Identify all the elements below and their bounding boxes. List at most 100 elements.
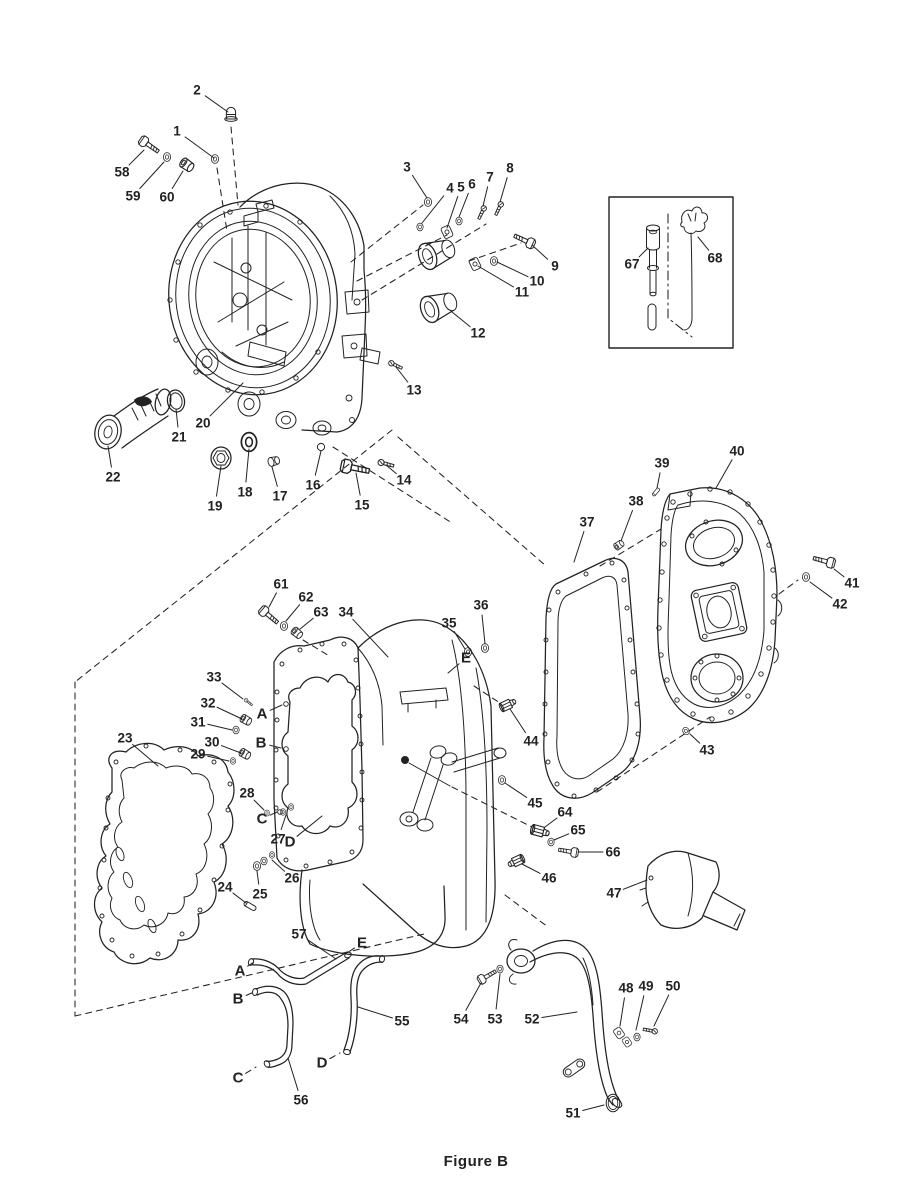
callout-17: 17 bbox=[272, 489, 287, 504]
breather-cable bbox=[680, 206, 709, 331]
part-5-plate-glyph bbox=[440, 225, 454, 239]
leader-30 bbox=[220, 745, 242, 754]
leader-13 bbox=[395, 366, 409, 383]
callout-57: 57 bbox=[291, 927, 306, 942]
case-opening bbox=[281, 673, 359, 835]
leader-4 bbox=[421, 195, 445, 224]
leader-22 bbox=[107, 445, 112, 468]
callout-44: 44 bbox=[523, 734, 539, 749]
callout-47: 47 bbox=[606, 886, 621, 901]
leader-37 bbox=[573, 531, 585, 563]
leader-letter-A-5 bbox=[247, 961, 255, 967]
leader-18 bbox=[245, 448, 250, 483]
connection-letter-C-2: C bbox=[257, 811, 268, 828]
leader-64 bbox=[544, 817, 558, 828]
part-26-washer-glyph bbox=[268, 851, 276, 859]
gasket-holes bbox=[97, 743, 233, 959]
part-29-washer-glyph bbox=[229, 757, 237, 765]
leader-letter-B-6 bbox=[245, 991, 255, 996]
leader-34 bbox=[352, 618, 389, 658]
callout-16: 16 bbox=[305, 478, 321, 493]
callout-56: 56 bbox=[293, 1093, 309, 1108]
part-15-bolt-glyph bbox=[339, 458, 371, 474]
leader-letter-D-8 bbox=[329, 1052, 341, 1060]
leader-49 bbox=[635, 995, 645, 1031]
leader-9 bbox=[531, 244, 549, 260]
connection-letter-A-0: A bbox=[257, 706, 268, 723]
leader-25 bbox=[256, 870, 260, 885]
callout-25: 25 bbox=[252, 887, 268, 902]
callout-43: 43 bbox=[699, 743, 715, 758]
cover-top-opening bbox=[684, 519, 744, 567]
part-17-plug-glyph bbox=[267, 456, 280, 467]
leader-58 bbox=[128, 149, 145, 166]
leader-letter-A-0 bbox=[269, 704, 283, 711]
callout-38: 38 bbox=[628, 494, 644, 509]
leader-17 bbox=[271, 466, 278, 487]
part-49-washer-glyph bbox=[633, 1032, 641, 1042]
leader-33 bbox=[221, 682, 244, 700]
leader-60 bbox=[171, 170, 184, 189]
callout-10: 10 bbox=[529, 274, 544, 289]
leader-40 bbox=[715, 459, 733, 489]
part-21-oring-glyph bbox=[166, 389, 186, 413]
housing-internals bbox=[213, 211, 293, 368]
callout-18: 18 bbox=[237, 485, 253, 500]
tube-flange bbox=[506, 939, 536, 985]
case-plate-holes bbox=[273, 641, 365, 869]
part-62-washer-glyph bbox=[279, 621, 289, 631]
part-27-washer-glyph bbox=[279, 808, 287, 816]
callout-65: 65 bbox=[570, 823, 586, 838]
case-linkage-bracket bbox=[399, 745, 507, 832]
deflector-shield bbox=[639, 850, 746, 931]
leader-6 bbox=[458, 192, 469, 218]
leader-36 bbox=[481, 614, 486, 645]
figure-caption: Figure B bbox=[444, 1153, 509, 1170]
callout-49: 49 bbox=[638, 979, 653, 994]
callout-53: 53 bbox=[487, 1012, 503, 1027]
leader-57 bbox=[306, 939, 337, 960]
callout-45: 45 bbox=[527, 796, 543, 811]
coupling-shaft bbox=[94, 388, 172, 450]
rear-gasket-holes bbox=[542, 560, 641, 799]
callout-33: 33 bbox=[206, 670, 222, 685]
leader-44 bbox=[509, 708, 527, 734]
callout-22: 22 bbox=[105, 470, 120, 485]
part-44-fitting-glyph bbox=[498, 698, 517, 713]
callout-1: 1 bbox=[173, 124, 181, 139]
ring-bolt-holes bbox=[167, 203, 321, 395]
case-body bbox=[357, 619, 496, 949]
callout-26: 26 bbox=[284, 871, 300, 886]
leader-23 bbox=[132, 743, 159, 767]
callout-37: 37 bbox=[579, 515, 594, 530]
part-60-nut-glyph bbox=[179, 157, 195, 173]
leader-29 bbox=[207, 755, 230, 762]
leader-2 bbox=[204, 95, 229, 113]
housing-side-lugs bbox=[341, 289, 381, 423]
callout-9: 9 bbox=[551, 259, 559, 274]
callout-54: 54 bbox=[453, 1012, 469, 1027]
callout-36: 36 bbox=[473, 598, 489, 613]
leader-letter-B-1 bbox=[269, 744, 282, 749]
part-46-fitting-glyph bbox=[507, 853, 526, 868]
hardware-parts bbox=[137, 106, 837, 1113]
dipstick-inset bbox=[608, 196, 734, 349]
part-59-washer-glyph bbox=[162, 152, 172, 162]
suction-tube bbox=[506, 939, 623, 1108]
callout-5: 5 bbox=[457, 180, 465, 195]
leader-56 bbox=[287, 1057, 299, 1091]
part-36-washer-glyph bbox=[480, 643, 490, 653]
callout-31: 31 bbox=[190, 715, 206, 730]
leader-5 bbox=[446, 195, 459, 229]
part-32-nut-glyph bbox=[239, 714, 253, 726]
part-61-bolt-glyph bbox=[258, 605, 280, 625]
leader-19 bbox=[215, 465, 222, 497]
dipstick bbox=[646, 224, 660, 331]
callout-55: 55 bbox=[394, 1014, 410, 1029]
leader-7 bbox=[482, 186, 489, 207]
part-54-bolt-glyph bbox=[476, 969, 497, 985]
part-11-plate-glyph bbox=[468, 257, 482, 271]
connection-letter-A-5: A bbox=[235, 963, 246, 980]
